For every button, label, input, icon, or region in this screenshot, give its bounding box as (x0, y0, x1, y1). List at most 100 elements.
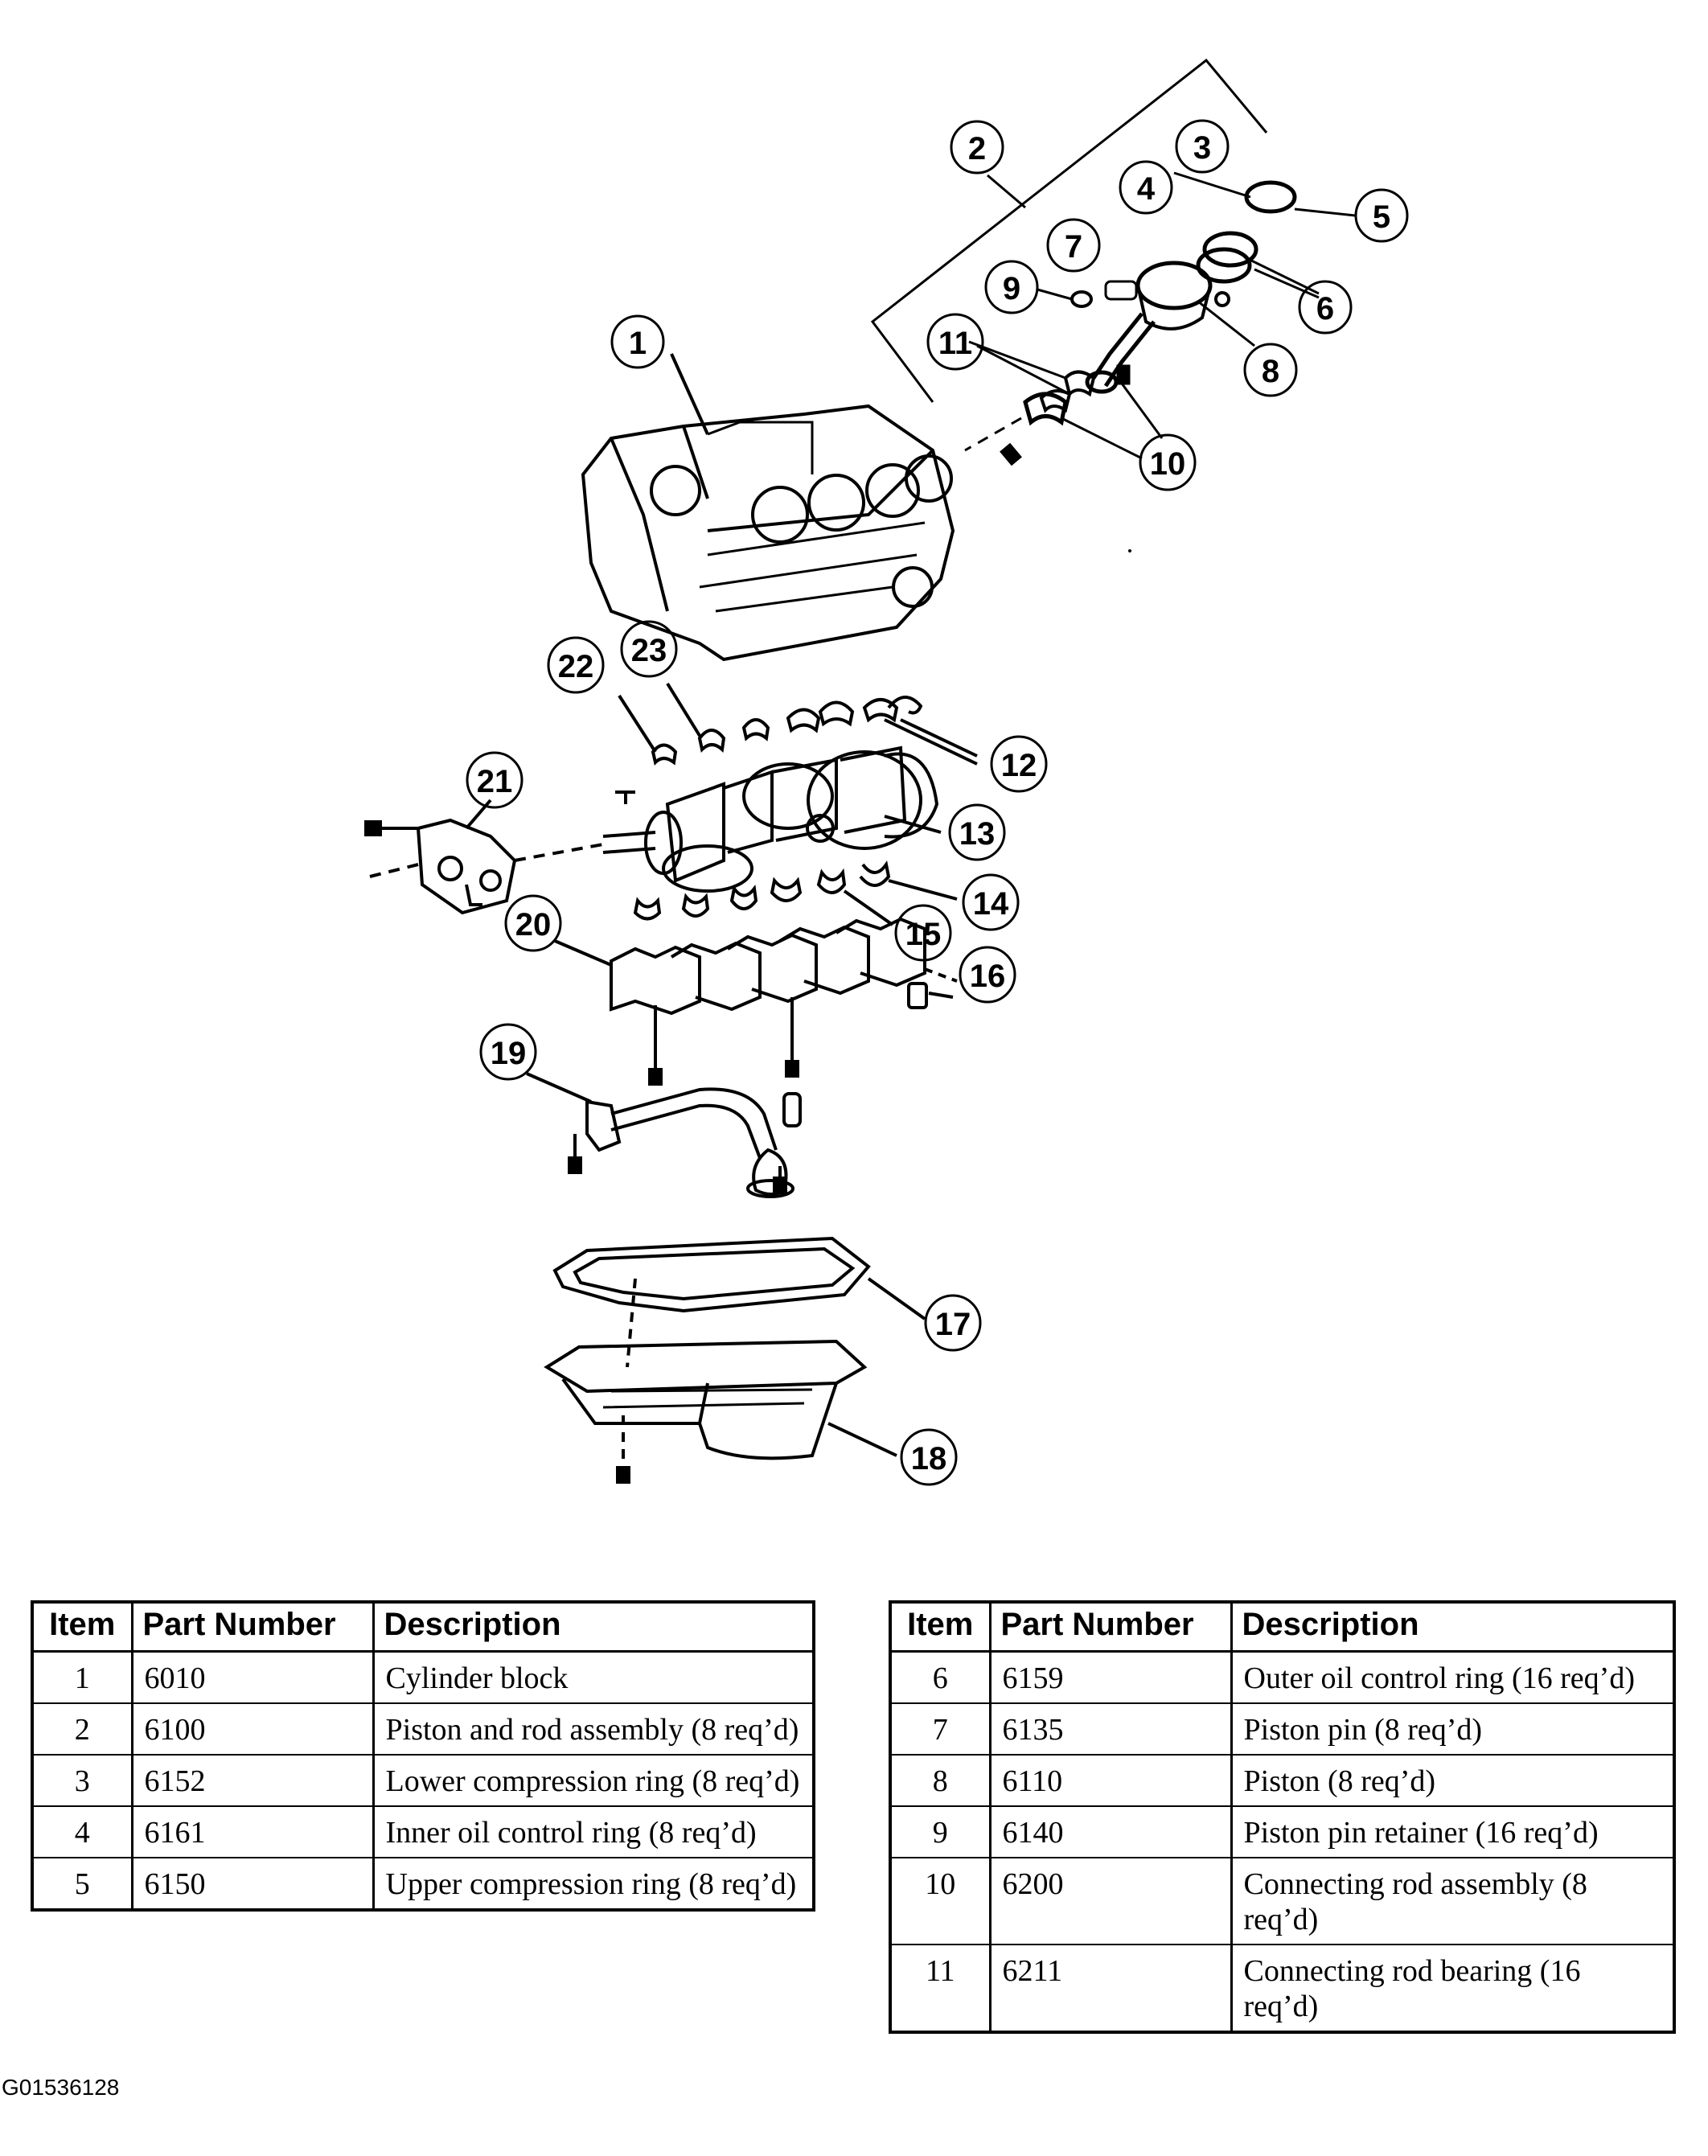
callout-21: 21 (466, 751, 523, 809)
svg-text:19: 19 (491, 1036, 527, 1071)
item-cell: 6 (889, 1650, 992, 1704)
svg-text:12: 12 (1001, 748, 1037, 783)
svg-text:22: 22 (558, 649, 594, 684)
callout-6: 6 (1298, 280, 1353, 335)
item-cell: 3 (31, 1754, 133, 1807)
svg-text:4: 4 (1137, 171, 1156, 207)
svg-text:23: 23 (631, 633, 667, 668)
callout-9: 9 (984, 260, 1039, 314)
svg-text:8: 8 (1262, 354, 1279, 389)
svg-text:16: 16 (970, 959, 1006, 994)
cylinder-block (581, 353, 955, 662)
table-row: 11 6211 Connecting rod bearing (16 req’d… (889, 1944, 1676, 2033)
column-header-part-number: Part Number (130, 1600, 375, 1653)
description-cell: Piston pin retainer (16 req’d) (1230, 1805, 1676, 1858)
item-cell: 8 (889, 1754, 992, 1807)
callout-12: 12 (990, 735, 1048, 793)
svg-text:1: 1 (629, 326, 647, 361)
part-number-cell: 6135 (988, 1702, 1233, 1756)
description-cell: Outer oil control ring (16 req’d) (1230, 1650, 1676, 1704)
callout-4: 4 (1119, 160, 1173, 215)
table-header-row: Item Part Number Description (31, 1600, 815, 1653)
callout-14: 14 (962, 873, 1020, 931)
part-number-cell: 6110 (988, 1754, 1233, 1807)
oil-pump (364, 799, 604, 915)
part-number-cell: 6150 (130, 1857, 375, 1911)
item-cell: 9 (889, 1805, 992, 1858)
callout-1: 1 (610, 314, 665, 369)
crankshaft (602, 745, 942, 893)
column-header-description: Description (1230, 1600, 1676, 1653)
oil-pan-gasket (552, 1236, 926, 1368)
item-cell: 5 (31, 1857, 133, 1911)
table-row: 4 6161 Inner oil control ring (8 req’d) (31, 1805, 815, 1858)
svg-text:15: 15 (905, 917, 942, 952)
figure-id: G01536128 (2, 2075, 120, 2100)
description-cell: Piston pin (8 req’d) (1230, 1702, 1676, 1756)
item-cell: 10 (889, 1857, 992, 1945)
description-cell: Piston (8 req’d) (1230, 1754, 1676, 1807)
item-cell: 4 (31, 1805, 133, 1858)
table-row: 5 6150 Upper compression ring (8 req’d) (31, 1857, 815, 1911)
svg-text:10: 10 (1150, 446, 1186, 482)
part-number-cell: 6140 (988, 1805, 1233, 1858)
description-cell: Piston and rod assembly (8 req’d) (372, 1702, 815, 1756)
svg-text:9: 9 (1003, 271, 1020, 306)
callout-8: 8 (1243, 343, 1298, 397)
callout-3: 3 (1175, 119, 1230, 174)
part-number-cell: 6100 (130, 1702, 375, 1756)
callout-18: 18 (900, 1428, 958, 1486)
callout-15: 15 (894, 904, 952, 962)
callout-13: 13 (948, 803, 1006, 861)
lower-main-bearings (633, 860, 958, 926)
svg-text:7: 7 (1065, 229, 1082, 265)
item-cell: 1 (31, 1650, 133, 1704)
column-header-part-number: Part Number (988, 1600, 1233, 1653)
description-cell: Lower compression ring (8 req’d) (372, 1754, 815, 1807)
table-row: 7 6135 Piston pin (8 req’d) (889, 1702, 1676, 1756)
table-row: 3 6152 Lower compression ring (8 req’d) (31, 1754, 815, 1807)
svg-text:20: 20 (515, 907, 552, 942)
svg-text:21: 21 (477, 764, 513, 799)
parts-table-right: Item Part Number Description 6 6159 Oute… (889, 1600, 1676, 2034)
svg-text:18: 18 (911, 1441, 947, 1476)
parts-table-left: Item Part Number Description 1 6010 Cyli… (31, 1600, 815, 1912)
part-number-cell: 6161 (130, 1805, 375, 1858)
part-number-cell: 6152 (130, 1754, 375, 1807)
table-row: 8 6110 Piston (8 req’d) (889, 1754, 1676, 1807)
description-cell: Connecting rod assembly (8 req’d) (1230, 1857, 1676, 1945)
description-cell: Upper compression ring (8 req’d) (372, 1857, 815, 1911)
item-cell: 2 (31, 1702, 133, 1756)
callout-11: 11 (926, 313, 984, 371)
svg-text:2: 2 (968, 131, 986, 166)
callout-5: 5 (1354, 188, 1409, 243)
column-header-item: Item (889, 1600, 992, 1653)
upper-main-bearings (618, 682, 978, 766)
part-number-cell: 6010 (130, 1650, 375, 1704)
table-row: 9 6140 Piston pin retainer (16 req’d) (889, 1805, 1676, 1858)
svg-text:14: 14 (973, 886, 1009, 922)
oil-pan (544, 1339, 897, 1484)
oil-pickup-tube (526, 1072, 802, 1198)
callout-19: 19 (479, 1023, 537, 1081)
part-number-cell: 6200 (988, 1857, 1233, 1945)
item-cell: 7 (889, 1702, 992, 1756)
exploded-engine-diagram: 1 2 3 4 5 6 7 8 9 10 11 12 13 14 15 16 1… (364, 58, 1409, 1486)
svg-text:17: 17 (935, 1307, 971, 1342)
description-cell: Connecting rod bearing (16 req’d) (1230, 1944, 1676, 2033)
description-cell: Cylinder block (372, 1650, 815, 1704)
table-row: 2 6100 Piston and rod assembly (8 req’d) (31, 1702, 815, 1756)
svg-text:5: 5 (1373, 199, 1390, 235)
description-cell: Inner oil control ring (8 req’d) (372, 1805, 815, 1858)
main-bearing-caps (554, 917, 958, 1086)
table-row: 10 6200 Connecting rod assembly (8 req’d… (889, 1857, 1676, 1945)
piston-rings (1173, 171, 1356, 299)
callout-22: 22 (547, 636, 605, 694)
piston-and-rod (964, 261, 1255, 466)
svg-text:11: 11 (938, 326, 972, 361)
piston-rod-assembly-bracket (870, 58, 1268, 403)
column-header-item: Item (31, 1600, 133, 1653)
part-number-cell: 6159 (988, 1650, 1233, 1704)
table-row: 1 6010 Cylinder block (31, 1650, 815, 1704)
callout-16: 16 (959, 946, 1016, 1004)
